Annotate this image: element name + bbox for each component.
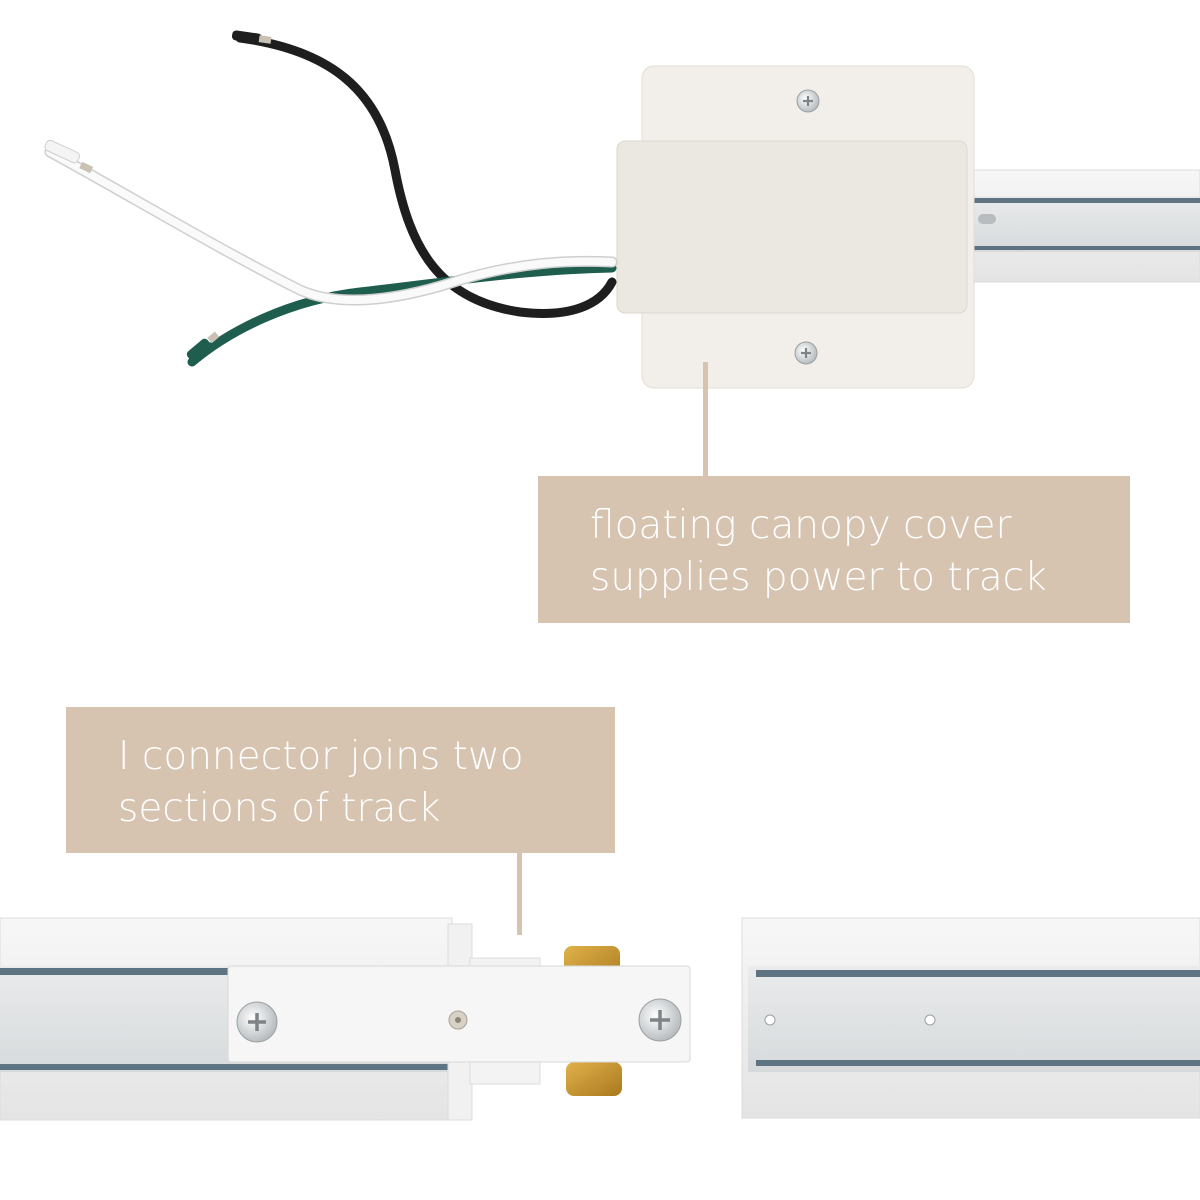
connector-callout-line-2: sections of track bbox=[118, 786, 441, 831]
right-track-section bbox=[741, 917, 1200, 1119]
top-track-section bbox=[959, 169, 1200, 283]
connector-callout-line-1: I connector joins two bbox=[118, 734, 524, 779]
lead-wires bbox=[44, 30, 618, 367]
connector-callout-leader bbox=[517, 853, 522, 935]
canopy-callout-line-2: supplies power to track bbox=[590, 555, 1047, 600]
canopy-callout-line-1: floating canopy cover bbox=[590, 503, 1012, 548]
phillips-screw-icon bbox=[638, 998, 682, 1042]
phillips-screw-icon bbox=[236, 1001, 278, 1043]
phillips-screw-icon bbox=[794, 341, 818, 365]
canopy-callout-leader bbox=[703, 362, 708, 476]
phillips-screw-icon bbox=[796, 89, 820, 113]
connector-callout: I connector joins two sections of track bbox=[66, 707, 615, 853]
canopy-callout: floating canopy cover supplies power to … bbox=[538, 476, 1130, 623]
floating-canopy-cover bbox=[616, 65, 975, 389]
i-connector bbox=[227, 946, 691, 1096]
set-screw-icon bbox=[448, 1010, 468, 1030]
